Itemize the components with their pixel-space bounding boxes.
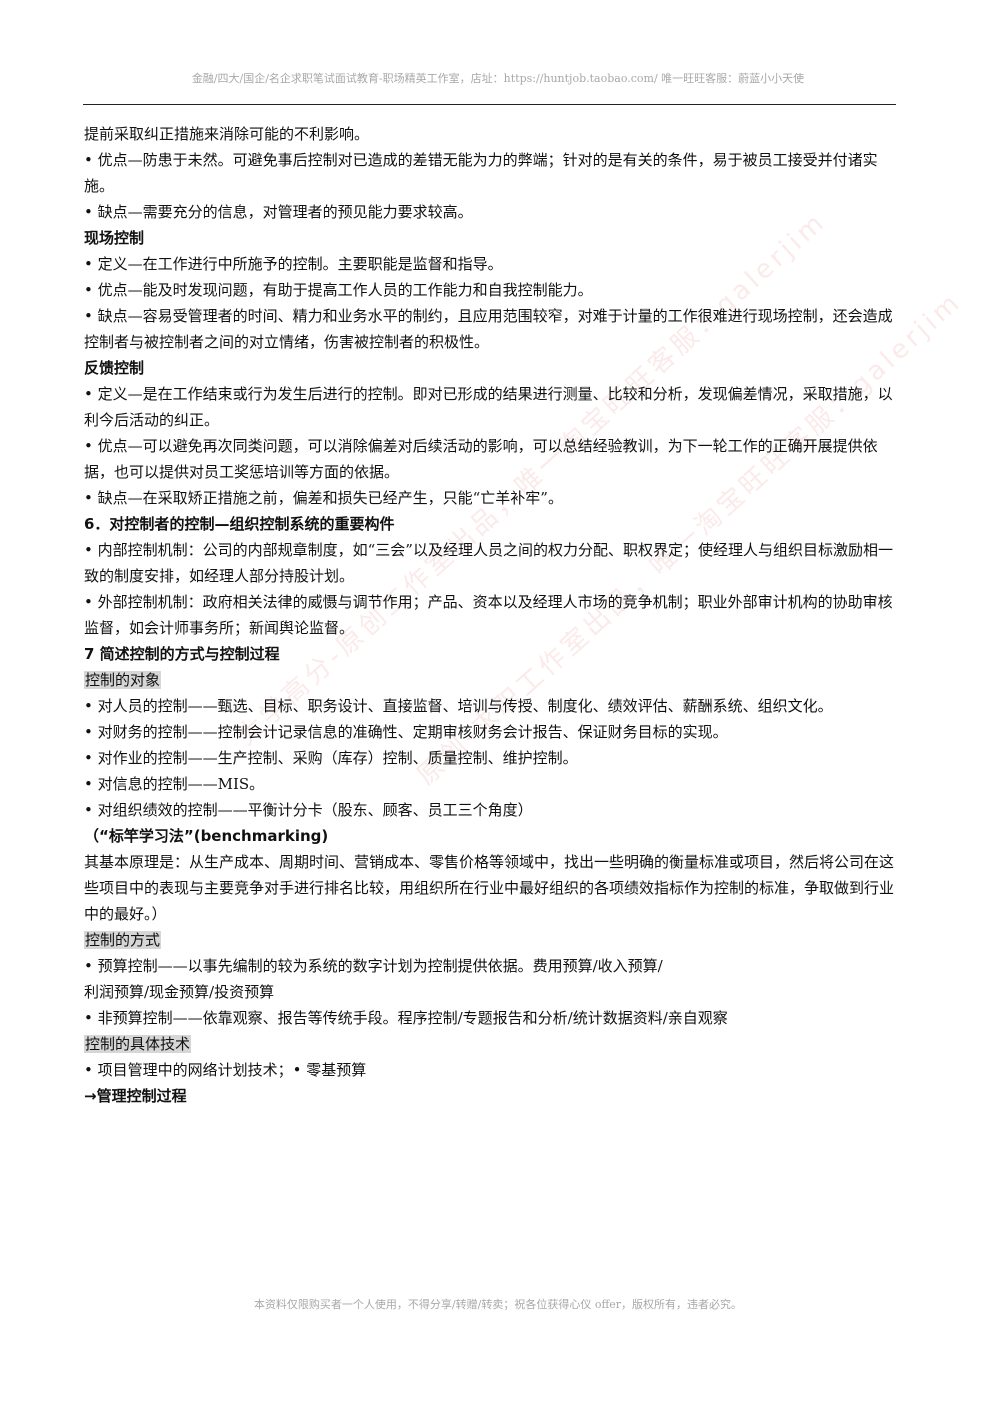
- bullet-item: • 外部控制机制：政府相关法律的威慑与调节作用；产品、资本以及经理人市场的竞争机…: [84, 593, 893, 637]
- section-heading: 反馈控制: [84, 359, 145, 377]
- bullet-item: • 缺点—容易受管理者的时间、精力和业务水平的制约，且应用范围较窄，对难于计量的…: [84, 307, 893, 351]
- section-heading: →管理控制过程: [84, 1087, 187, 1105]
- section-heading: 现场控制: [84, 229, 145, 247]
- section-heading: （“标竿学习法”(benchmarking): [84, 827, 329, 845]
- bullet-item: • 缺点—需要充分的信息，对管理者的预见能力要求较高。: [84, 203, 473, 221]
- bullet-item: • 对信息的控制——MIS。: [84, 775, 265, 793]
- paragraph: 提前采取纠正措施来消除可能的不利影响。: [84, 125, 370, 143]
- bullet-item: • 对财务的控制——控制会计记录信息的准确性、定期审核财务会计报告、保证财务目标…: [84, 723, 728, 741]
- subsection-label: 控制的方式: [84, 927, 896, 953]
- bullet-item: • 优点—能及时发现问题，有助于提高工作人员的工作能力和自我控制能力。: [84, 281, 593, 299]
- subsection-label: 控制的对象: [84, 667, 896, 693]
- bullet-item: • 对作业的控制——生产控制、采购（库存）控制、质量控制、维护控制。: [84, 749, 578, 767]
- bullet-item: • 定义—在工作进行中所施予的控制。主要职能是监督和指导。: [84, 255, 503, 273]
- subsection-label: 控制的具体技术: [84, 1031, 896, 1057]
- document-body: 提前采取纠正措施来消除可能的不利影响。 • 优点—防患于未然。可避免事后控制对已…: [84, 121, 896, 1109]
- bullet-item: • 对人员的控制——甄选、目标、职务设计、直接监督、培训与传授、制度化、绩效评估…: [84, 697, 833, 715]
- paragraph: 利润预算/现金预算/投资预算: [84, 983, 275, 1001]
- bullet-item: • 缺点—在采取矫正措施之前，偏差和损失已经产生，只能“亡羊补牢”。: [84, 489, 563, 507]
- bullet-item: • 预算控制——以事先编制的较为系统的数字计划为控制提供依据。费用预算/收入预算…: [84, 957, 663, 975]
- section-heading: 7 简述控制的方式与控制过程: [84, 645, 280, 663]
- bullet-item: • 项目管理中的网络计划技术；• 零基预算: [84, 1061, 367, 1079]
- bullet-item: • 非预算控制——依靠观察、报告等传统手段。程序控制/专题报告和分析/统计数据资…: [84, 1009, 728, 1027]
- section-heading: 6．对控制者的控制—组织控制系统的重要构件: [84, 515, 395, 533]
- highlighted-label: 控制的方式: [84, 931, 162, 949]
- bullet-item: • 对组织绩效的控制——平衡计分卡（股东、顾客、员工三个角度）: [84, 801, 533, 819]
- highlighted-label: 控制的具体技术: [84, 1035, 192, 1053]
- bullet-item: • 优点—可以避免再次同类问题，可以消除偏差对后续活动的影响，可以总结经验教训，…: [84, 437, 878, 481]
- bullet-item: • 定义—是在工作结束或行为发生后进行的控制。即对已形成的结果进行测量、比较和分…: [84, 385, 893, 429]
- page-footer: 本资料仅限购买者一个人使用，不得分享/转赠/转卖；祝各位获得心仪 offer，版…: [253, 1298, 743, 1311]
- highlighted-label: 控制的对象: [84, 671, 162, 689]
- paragraph: 其基本原理是：从生产成本、周期时间、营销成本、零售价格等领域中，找出一些明确的衡…: [84, 853, 895, 923]
- page-header: 金融/四大/国企/名企求职笔试面试教育-职场精英工作室，店址：https://h…: [191, 72, 805, 85]
- bullet-item: • 优点—防患于未然。可避免事后控制对已造成的差错无能为力的弊端；针对的是有关的…: [84, 151, 878, 195]
- header-divider: [83, 104, 896, 105]
- bullet-item: • 内部控制机制：公司的内部规章制度，如“三会”以及经理人员之间的权力分配、职权…: [84, 541, 893, 585]
